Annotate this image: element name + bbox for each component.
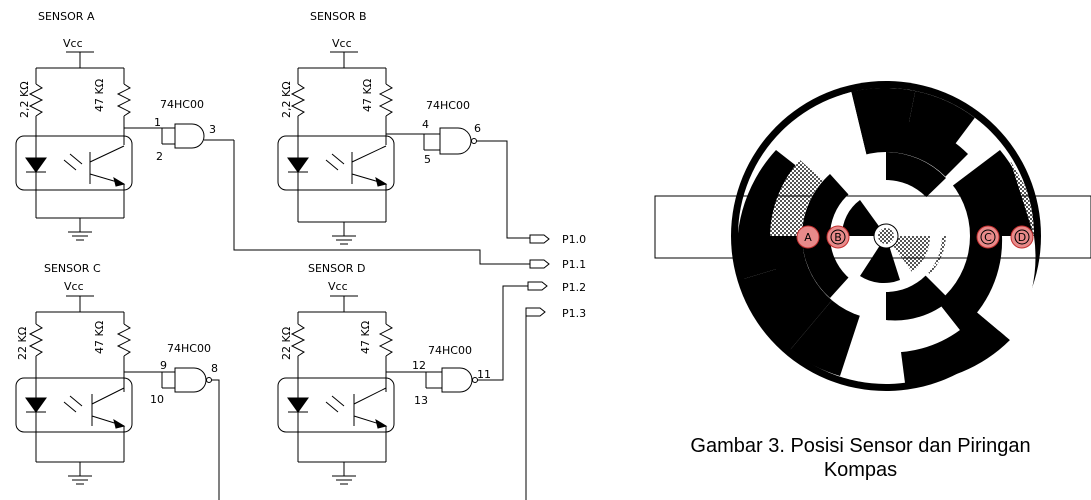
sensor-d-pin-in2: 13 [414,394,428,407]
sensor-a-r2-label: 47 KΩ [93,79,106,112]
sensor-a-vcc-label: Vcc [63,37,83,50]
sensor-b-circuit: SENSOR B Vcc [277,10,530,245]
sensor-b-ic-label: 74HC00 [426,99,470,112]
sensor-marker-d: D [1010,225,1034,249]
sensor-b-r2-label: 47 KΩ [361,79,374,112]
port-p10-label: P1.0 [562,233,586,246]
sensor-marker-d-label: D [1018,231,1026,244]
sensor-a-circuit: SENSOR A Vcc [15,10,234,241]
port-p12-label: P1.2 [562,281,586,294]
sensor-d-r1-label: 22 KΩ [280,327,293,360]
port-p11-label: P1.1 [562,258,586,271]
sensor-d-title: SENSOR D [308,262,365,275]
sensor-d-pin-out: 11 [477,368,491,381]
disk-axle [878,228,894,244]
sensor-a-title: SENSOR A [38,10,95,23]
sensor-c-title: SENSOR C [44,262,101,275]
sensor-c-pin-out: 8 [211,362,218,375]
sensor-c-pin-in2: 10 [150,393,164,406]
sensor-b-wiring [277,51,530,245]
disk-hub-segments [841,200,931,284]
sensor-c-pin-in1: 9 [160,359,167,372]
sensor-b-vcc-label: Vcc [332,37,352,50]
sensor-b-pin-in1: 4 [422,118,429,131]
sensor-c-vcc-label: Vcc [64,280,84,293]
sensor-markers: A B C D [796,225,1034,249]
sensor-marker-a: A [796,225,820,249]
sensor-c-r1-label: 22 KΩ [16,327,29,360]
sensor-c-wiring [15,295,220,500]
sensor-c-ic-label: 74HC00 [167,342,211,355]
wire-a-to-p11 [233,140,530,265]
compass-disk [731,81,1041,391]
sensor-d-ic-label: 74HC00 [428,344,472,357]
port-connectors: P1.0 P1.1 P1.2 P1.3 [525,233,586,320]
sensor-marker-a-label: A [804,231,812,244]
sensor-a-r1-label: 2,2 KΩ [18,81,31,118]
sensor-d-pin-in1: 12 [412,359,426,372]
sensor-marker-c: C [976,225,1000,249]
sensor-d-wiring [277,285,528,500]
sensor-b-pin-out: 6 [474,122,481,135]
port-p13: P1.3 [525,307,586,320]
sensor-b-r1-label: 2,2 KΩ [280,81,293,118]
sensor-a-pin-in2: 2 [156,150,163,163]
sensor-a-pin-out: 3 [209,123,216,136]
figure-caption-line1: Gambar 3. Posisi Sensor dan Piringan [690,435,1031,457]
sensor-b-pin-in2: 5 [424,153,431,166]
sensor-marker-b: B [826,225,850,249]
port-p13-label: P1.3 [562,307,586,320]
sensor-c-r2-label: 47 KΩ [93,321,106,354]
sensor-c-circuit: SENSOR C Vcc [15,262,220,500]
port-p12: P1.2 [527,281,586,294]
sensor-marker-b-label: B [834,231,842,244]
figure-caption-line2: Kompas [823,459,898,481]
figure-caption: Gambar 3. Posisi Sensor dan Piringan Kom… [630,434,1091,482]
sensor-marker-c-label: C [984,231,992,244]
sensor-d-vcc-label: Vcc [328,280,348,293]
sensor-d-r2-label: 47 KΩ [359,321,372,354]
sensor-a-ic-label: 74HC00 [160,98,204,111]
sensor-b-title: SENSOR B [310,10,367,23]
sensor-a-wiring [15,51,234,241]
sensor-bar [654,195,1091,259]
port-p11: P1.1 [529,258,586,271]
disk-edge-pattern [1010,160,1034,236]
port-p10: P1.0 [529,233,586,246]
sensor-d-circuit: SENSOR D Vcc [277,262,528,500]
sensor-a-pin-in1: 1 [154,116,161,129]
